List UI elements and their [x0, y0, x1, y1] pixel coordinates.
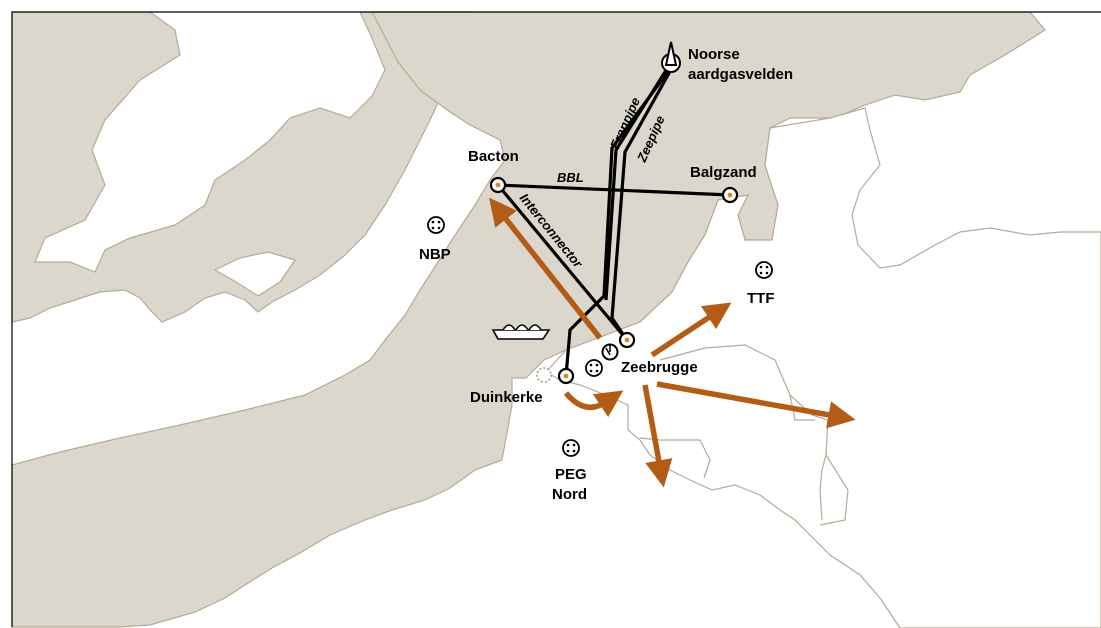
- flow-arrow-to-bacton: [489, 197, 603, 340]
- dashed-terminal-icon: [536, 367, 552, 383]
- zeepipe-pipeline: [610, 65, 675, 341]
- label-bbl: BBL: [557, 170, 584, 185]
- flow-arrow-to-ttf: [650, 302, 732, 358]
- terminal-icon: [489, 176, 507, 194]
- label-zeebrugge: Zeebrugge: [621, 359, 698, 376]
- uk-estuary: [213, 251, 296, 297]
- label-bacton: Bacton: [468, 148, 519, 165]
- uk-landmass: [11, 11, 471, 323]
- hub-icon: [427, 216, 445, 234]
- interconnector-pipeline: [496, 183, 629, 342]
- terminal-icon: [618, 331, 636, 349]
- terminal-icon: [557, 367, 575, 385]
- lng-terminal-icon: [601, 343, 619, 361]
- zeepipe-parallel: [604, 63, 672, 301]
- label-norway-line2: aardgasvelden: [688, 66, 793, 83]
- franpipe-pipeline: [564, 65, 674, 377]
- gas-field-icon: [661, 41, 681, 73]
- continent-north-sea: [11, 11, 1046, 628]
- hub-icon: [562, 439, 580, 457]
- flow-arrow-to-germany: [656, 381, 856, 429]
- flow-arrow-to-france: [642, 384, 673, 488]
- label-ttf: TTF: [747, 290, 775, 307]
- label-norway-line1: Noorse: [688, 46, 740, 63]
- netherlands-germany-land: [545, 107, 1101, 628]
- flow-arrow-duinkerke-zeebrugge: [563, 390, 624, 418]
- label-balgzand: Balgzand: [690, 164, 757, 181]
- label-peg-line1: PEG: [555, 466, 587, 483]
- label-duinkerke: Duinkerke: [470, 389, 543, 406]
- map-frame: [11, 11, 1101, 627]
- terminal-icon: [721, 186, 739, 204]
- country-borders: [639, 344, 849, 526]
- label-nbp: NBP: [419, 246, 451, 263]
- lng-ship-icon: [491, 324, 551, 340]
- hub-icon: [585, 359, 603, 377]
- label-peg-line2: Nord: [552, 486, 587, 503]
- hub-icon: [755, 261, 773, 279]
